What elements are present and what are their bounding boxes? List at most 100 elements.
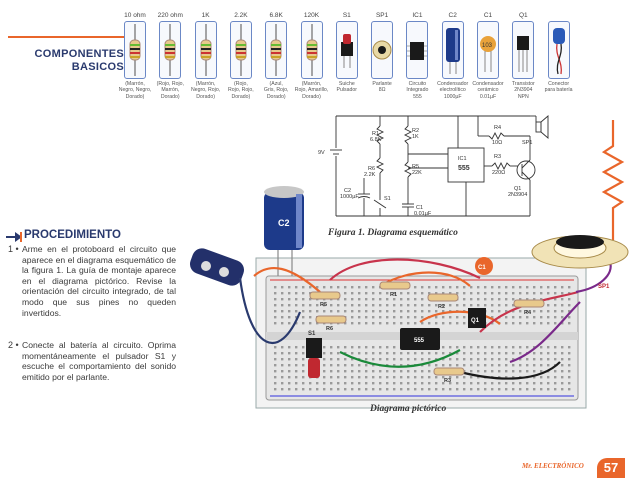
component-description: (Rojo,Rojo, Rojo,Dorado): [228, 81, 254, 100]
ceramic-capacitor-icon: 103: [477, 21, 499, 79]
schematic-label-r5: R5: [412, 164, 419, 170]
schematic-label-555: 555: [458, 165, 470, 172]
decorative-zigzag-icon: [601, 120, 625, 240]
resistor-icon: [159, 21, 182, 79]
section-title: COMPONENTES BASICOS: [34, 48, 124, 73]
schematic-label-r6-value: 2.2K: [364, 172, 376, 178]
svg-text:C2: C2: [278, 218, 290, 228]
resistor-icon: [265, 21, 288, 79]
schematic-label-ic1: IC1: [458, 156, 467, 162]
component-220-ohm: 220 ohm (Rojo, Rojo,Marrón,Dorado): [153, 12, 187, 100]
resistor-icon: [300, 21, 323, 79]
schematic-label-r1: R1: [372, 131, 379, 137]
schematic-label-r4: R4: [494, 125, 501, 131]
pictorial-ic-555: 555: [400, 328, 440, 350]
component-description: (Rojo, Rojo,Marrón,Dorado): [156, 81, 184, 100]
ic-chip-icon: [406, 21, 429, 79]
component-10-ohm: 10 ohm (Marrón,Negro, Negro,Dorado): [118, 12, 152, 100]
svg-text:Q1: Q1: [471, 318, 480, 324]
svg-text:103: 103: [482, 43, 493, 49]
schematic-diagram: R1 6.8K R2 1K R5 22K R6 2.2K C2 1000µF S…: [318, 115, 549, 217]
resistor-icon: [229, 21, 252, 79]
transistor-icon: [512, 21, 535, 79]
schematic-label-c2: C2: [344, 188, 351, 194]
pictorial-c1: C1: [475, 257, 493, 275]
procedure-marker: [20, 232, 22, 242]
component-label: 120K: [303, 12, 320, 19]
schematic-label-battery: 9V: [318, 150, 325, 156]
component-label: [542, 12, 576, 20]
component-6-8k: 6.8K(Azul,Gris, Rojo,Dorado): [259, 12, 293, 100]
battery-connector-icon: [547, 21, 570, 79]
component-label: 1K: [201, 12, 210, 19]
component-label: SP1: [375, 12, 389, 19]
schematic-label-s1: S1: [384, 196, 391, 202]
component-description: (Marrón,Negro, Negro,Dorado): [118, 81, 152, 100]
schematic-label-r3: R3: [494, 154, 501, 160]
schematic-label-r2-value: 1K: [412, 134, 419, 140]
procedure-title: PROCEDIMIENTO: [24, 229, 121, 241]
svg-text:SP1: SP1: [598, 284, 610, 290]
component-description: (Azul,Gris, Rojo,Dorado): [263, 81, 289, 100]
schematic-label-q1: Q1: [514, 186, 521, 192]
component-label: 10 ohm: [124, 12, 146, 19]
svg-text:R3: R3: [444, 378, 451, 384]
schematic-label-r3-value: 220Ω: [492, 170, 505, 176]
component-description: (Marrón,Rojo, Amarillo,Dorado): [294, 81, 329, 100]
schematic-label-c2-value: 1000µF: [340, 194, 359, 200]
schematic-label-r1-value: 6.8K: [370, 137, 382, 143]
schematic-label-c1: C1: [416, 205, 423, 211]
procedure-step-2: 2 • Conecte al batería al circuito. Opri…: [8, 340, 176, 382]
page-number: 57: [597, 458, 625, 478]
schematic-label-r5-value: 22K: [412, 170, 422, 176]
component-label: IC1: [412, 12, 423, 19]
component-label: 220 ohm: [157, 12, 183, 19]
svg-text:555: 555: [414, 338, 425, 344]
resistor-icon: [194, 21, 217, 79]
push-button-icon: [335, 21, 358, 79]
arrow-right-icon: [6, 232, 22, 242]
schematic-label-sp1: SP1: [522, 140, 532, 146]
procedure-step-1: 1 • Arme en el protoboard el circuito qu…: [8, 244, 176, 318]
component-label: S1: [342, 12, 351, 19]
schematic-label-q1-value: 2N3904: [508, 192, 527, 198]
svg-text:R5: R5: [320, 302, 327, 308]
resistor-icon: [124, 21, 146, 79]
pictorial-battery-connector: [189, 248, 245, 286]
pictorial-speaker-sp1: SP1: [531, 235, 629, 290]
schematic-label-r2: R2: [412, 128, 419, 134]
pictorial-resistors: R5 R1 R2 R4 R6 R3: [309, 281, 545, 384]
component-label: 2.2K: [234, 12, 248, 19]
component-description: (Marrón,Negro, Rojo,Dorado): [191, 81, 221, 100]
svg-text:R2: R2: [438, 304, 445, 310]
component-2-2k: 2.2K (Rojo,Rojo, Rojo,Dorado): [224, 12, 258, 100]
component-120k: 120K (Marrón,Rojo, Amarillo,Dorado): [295, 12, 329, 100]
schematic-label-r4-value: 10Ω: [492, 140, 502, 146]
speaker-icon: [371, 21, 394, 79]
svg-text:R4: R4: [524, 310, 532, 316]
component-label: C1: [483, 12, 493, 19]
pictorial-c2: C2: [264, 186, 304, 276]
schematic-label-r6: R6: [368, 166, 375, 172]
publisher-logo: Mr. ELECTRÓNICO: [522, 462, 584, 470]
pictorial-caption: Diagrama pictórico: [370, 404, 447, 414]
electrolytic-capacitor-icon: [441, 21, 464, 79]
pictorial-q1: Q1: [468, 308, 486, 328]
svg-text:R1: R1: [390, 292, 397, 298]
pictorial-diagram: C2 R5 R1 R2 R4 R6 R3 555: [189, 186, 629, 409]
svg-text:S1: S1: [308, 331, 316, 337]
schematic-caption: Figura 1. Diagrama esquemático: [328, 228, 458, 238]
schematic-label-c1-value: 0.01µF: [414, 211, 432, 217]
